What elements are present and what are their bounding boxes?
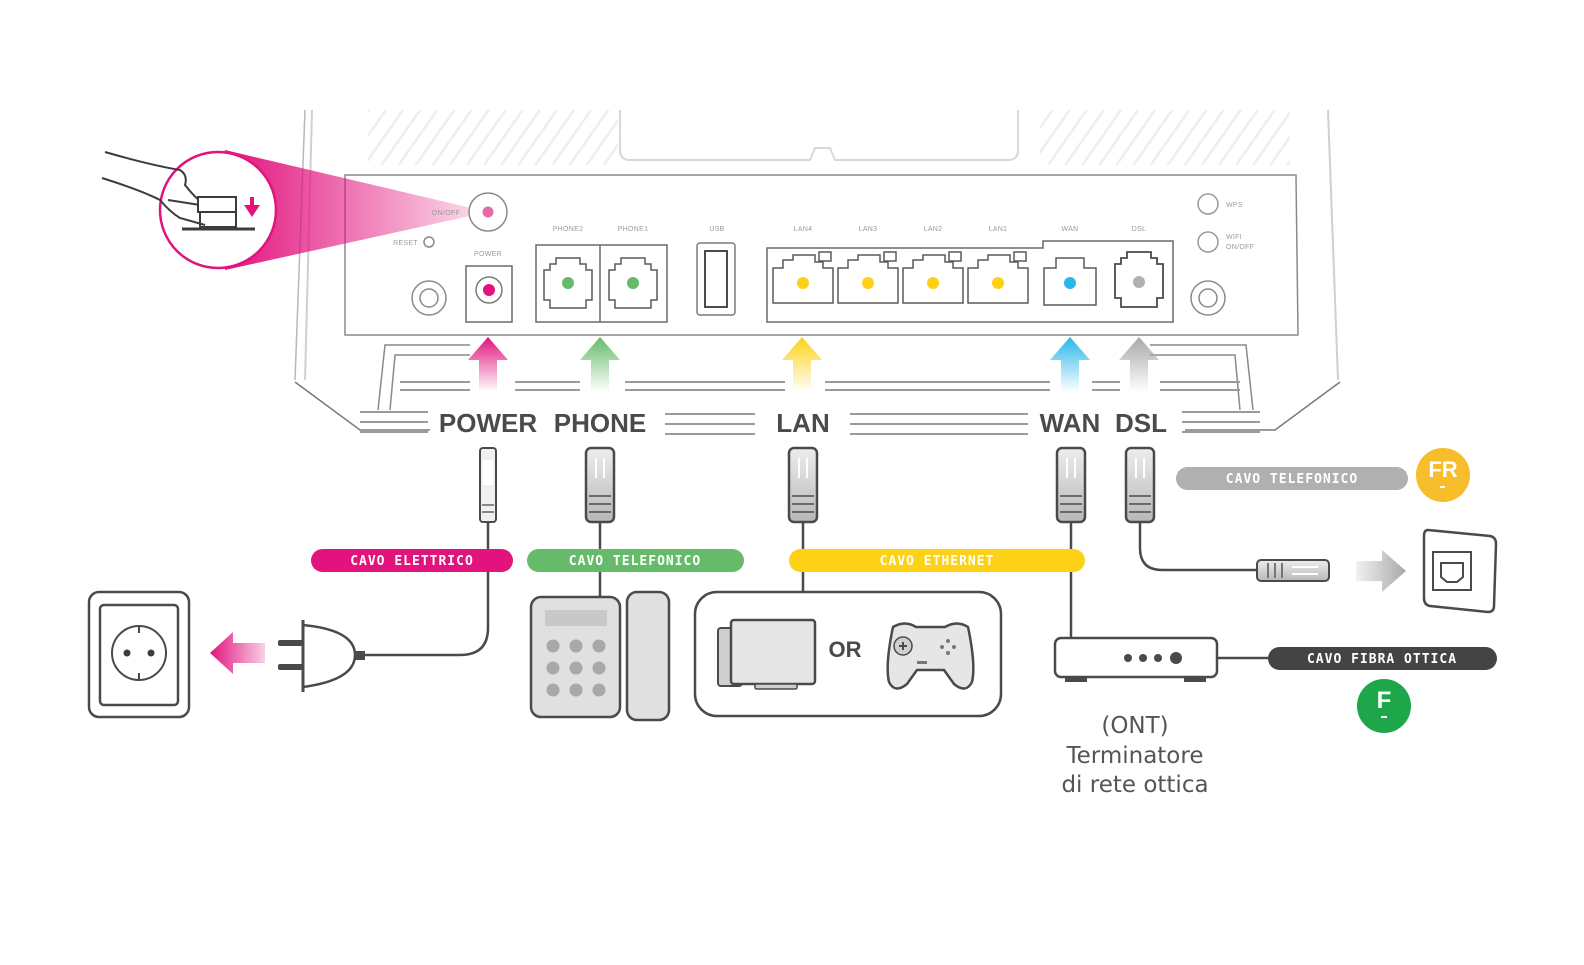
usb-port[interactable]: USB: [696, 226, 736, 316]
f-badge: F: [1357, 679, 1411, 733]
svg-text:FR: FR: [1428, 457, 1457, 482]
antenna-connector-right: [1190, 280, 1226, 316]
svg-text:LAN2: LAN2: [924, 226, 943, 233]
wan-up-arrow-icon: [1050, 337, 1090, 392]
svg-text:CAVO ETHERNET: CAVO ETHERNET: [880, 554, 995, 569]
port-lan1[interactable]: LAN1: [967, 226, 1029, 304]
phone-cable-pill: CAVO TELEFONICO: [527, 549, 744, 572]
svg-text:F: F: [1377, 687, 1392, 714]
plug-in-right-arrow-icon: [1356, 550, 1406, 592]
svg-text:CAVO TELEFONICO: CAVO TELEFONICO: [569, 554, 701, 569]
svg-text:WIFI: WIFI: [1226, 234, 1242, 241]
svg-text:PHONE1: PHONE1: [618, 226, 649, 233]
lan-up-arrow-icon: [782, 337, 822, 392]
svg-text:LAN1: LAN1: [989, 226, 1008, 233]
port-group-dsl-label: DSL: [1115, 408, 1167, 438]
phone1-port[interactable]: PHONE1: [608, 226, 658, 309]
reset-button[interactable]: RESET: [393, 236, 435, 248]
fr-badge: FR: [1416, 448, 1470, 502]
power-up-arrow-icon: [468, 337, 508, 392]
port-group-wan-label: WAN: [1040, 408, 1101, 438]
power-plug-icon: [278, 620, 365, 692]
ont-label-line2: Terminatore: [1065, 743, 1203, 769]
port-lan4[interactable]: LAN4: [772, 226, 834, 304]
svg-text:POWER: POWER: [474, 251, 502, 258]
wifi-on-off-button[interactable]: WIFI ON/OFF: [1197, 231, 1254, 253]
keypad-key: [592, 683, 606, 697]
cable-wires: [360, 520, 1270, 660]
dsl-phone-cable-pill: CAVO TELEFONICO: [1176, 467, 1408, 490]
game-controller-icon: [886, 622, 975, 690]
hand-icon: [101, 151, 255, 231]
keypad-key: [592, 639, 606, 653]
dsl-port[interactable]: DSL: [1114, 226, 1164, 308]
svg-text:RESET: RESET: [393, 240, 418, 247]
power-port[interactable]: POWER: [465, 251, 513, 323]
keypad-key: [546, 661, 560, 675]
port-group-phone-label: PHONE: [554, 408, 646, 438]
keypad-key: [592, 661, 606, 675]
power-button-callout: [101, 150, 488, 270]
power-cable-pill: CAVO ELETTRICO: [311, 549, 513, 572]
svg-text:LAN3: LAN3: [859, 226, 878, 233]
phone2-port[interactable]: PHONE2: [543, 226, 593, 309]
antenna-connector-left: [411, 280, 447, 316]
lan-cable-connector-icon: [787, 446, 819, 524]
ethernet-cable-pill: CAVO ETHERNET: [789, 549, 1085, 572]
svg-text:CAVO ELETTRICO: CAVO ELETTRICO: [350, 554, 474, 569]
svg-text:USB: USB: [709, 226, 724, 233]
keypad-key: [569, 661, 583, 675]
svg-text:PHONE2: PHONE2: [553, 226, 584, 233]
telephone-icon: [529, 590, 671, 722]
wan-port[interactable]: WAN: [1043, 226, 1097, 306]
svg-text:WPS: WPS: [1226, 202, 1243, 209]
svg-text:ON/OFF: ON/OFF: [432, 210, 460, 217]
port-group-lan-label: LAN: [776, 408, 829, 438]
svg-text:CAVO TELEFONICO: CAVO TELEFONICO: [1226, 472, 1358, 487]
wan-cable-connector-icon: [1055, 446, 1087, 524]
power-cable-connector-icon: [479, 447, 497, 523]
keypad-key: [546, 639, 560, 653]
port-group-power-label: POWER: [439, 408, 537, 438]
keypad-key: [569, 683, 583, 697]
wall-phone-jack-icon: [1422, 528, 1498, 614]
svg-text:CAVO FIBRA OTTICA: CAVO FIBRA OTTICA: [1307, 652, 1457, 667]
on-off-button[interactable]: ON/OFF: [432, 192, 508, 232]
svg-text:LAN4: LAN4: [794, 226, 813, 233]
desktop-computer-icon: [717, 618, 817, 690]
svg-text:WAN: WAN: [1062, 226, 1079, 233]
dsl-cable-plug-horizontal-icon: [1256, 559, 1330, 582]
phone-cable-connector-icon: [584, 446, 616, 524]
ont-label-line1: (ONT): [1101, 713, 1168, 739]
plug-in-left-arrow-icon: [210, 632, 265, 674]
keypad-key: [569, 639, 583, 653]
or-label: OR: [829, 637, 862, 662]
svg-text:ON/OFF: ON/OFF: [1226, 244, 1254, 251]
dsl-cable-connector-icon: [1124, 446, 1156, 524]
router-body: [294, 109, 1341, 435]
wall-socket-icon: [87, 590, 191, 719]
wps-button[interactable]: WPS: [1197, 193, 1243, 215]
svg-text:DSL: DSL: [1132, 226, 1147, 233]
ont-label-line3: di rete ottica: [1061, 772, 1208, 798]
phone-up-arrow-icon: [580, 337, 620, 392]
ont-device-icon: [1053, 636, 1219, 682]
port-lan3[interactable]: LAN3: [837, 226, 899, 304]
fiber-cable-pill: CAVO FIBRA OTTICA: [1268, 647, 1497, 670]
press-down-arrow-icon: [244, 197, 260, 217]
dsl-up-arrow-icon: [1119, 337, 1159, 392]
port-lan2[interactable]: LAN2: [902, 226, 964, 304]
keypad-key: [546, 683, 560, 697]
